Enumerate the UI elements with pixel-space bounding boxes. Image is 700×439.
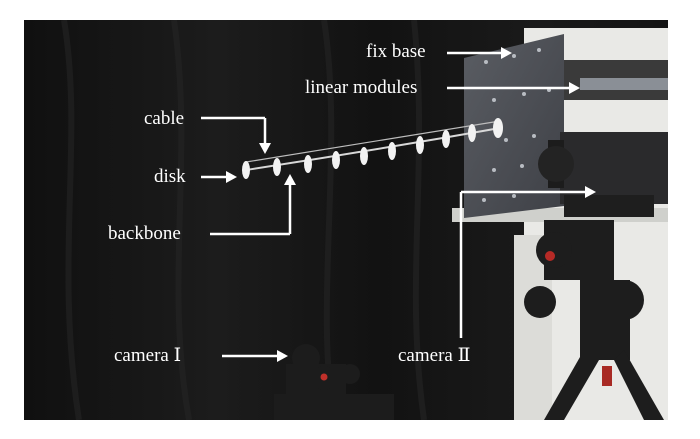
- disks: [242, 118, 503, 179]
- base-screws: [482, 48, 551, 202]
- tripod-red-knob: [545, 251, 555, 261]
- label-backbone: backbone: [108, 223, 181, 244]
- fix-base-plate: [464, 34, 564, 218]
- label-disk: disk: [154, 166, 186, 187]
- linear-module-rail: [580, 78, 668, 90]
- label-camera-2: camera Ⅱ: [398, 345, 471, 366]
- experiment-photo: [24, 20, 668, 420]
- cable-line: [245, 120, 501, 163]
- label-camera-1: camera Ⅰ: [114, 345, 182, 366]
- label-cable: cable: [144, 108, 185, 129]
- label-fix-base: fix base: [366, 41, 426, 62]
- camera-1: [274, 344, 394, 420]
- tripod-red-band: [602, 366, 612, 386]
- tripod-red-knob-1: [320, 373, 328, 381]
- label-linear-modules: linear modules: [305, 77, 418, 98]
- photo-scene: [24, 20, 668, 420]
- camera-2: [538, 132, 668, 217]
- tripod-head-2: [524, 220, 664, 420]
- annotation-arrows: [201, 47, 596, 362]
